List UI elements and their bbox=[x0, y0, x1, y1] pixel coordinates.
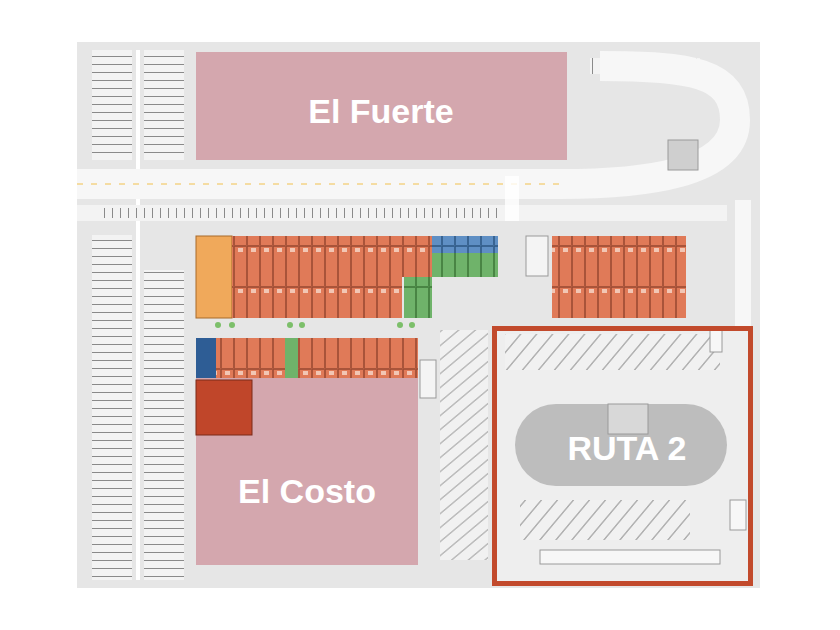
zone-outline: RUTA 2 bbox=[492, 326, 753, 586]
area-label: El Costo bbox=[238, 473, 376, 510]
area-label: RUTA 2 bbox=[568, 430, 687, 467]
area-label: El Fuerte bbox=[308, 93, 453, 130]
store-block: El Costo bbox=[196, 378, 418, 565]
store-block: El Fuerte bbox=[196, 52, 567, 160]
